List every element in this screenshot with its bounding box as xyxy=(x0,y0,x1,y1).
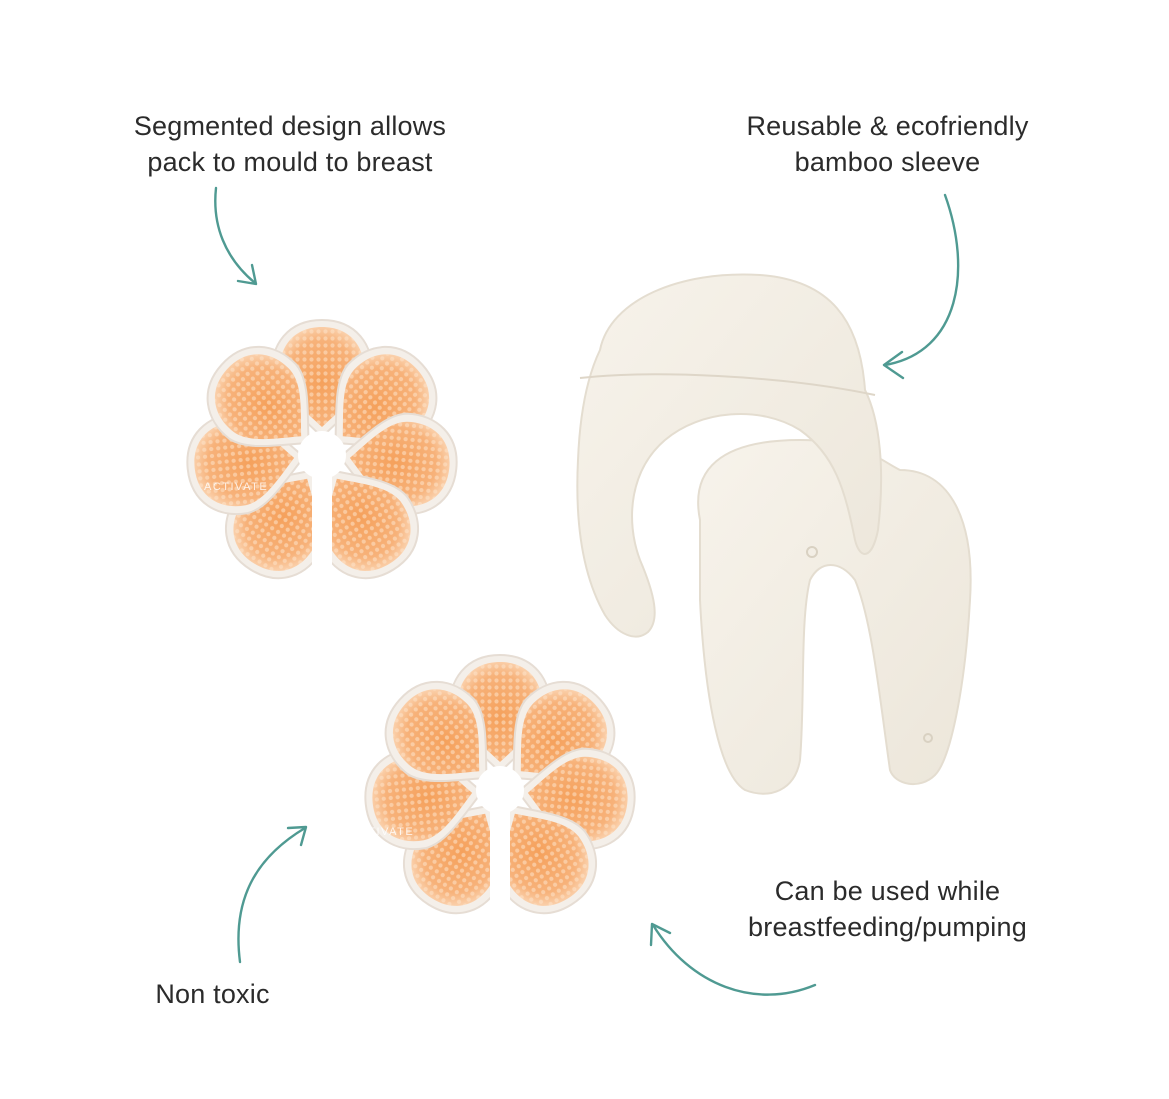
gel-pad-brand-label: ACTIVATE xyxy=(350,826,414,838)
callout-line: Segmented design allows xyxy=(133,111,447,141)
callout-reusable-sleeve: Reusable & ecofriendly bamboo sleeve xyxy=(705,108,1070,180)
callout-line: breastfeeding/pumping xyxy=(748,912,1027,942)
curved-arrow-icon xyxy=(237,825,308,964)
gel-pad-brand-label: ACTIVATE xyxy=(204,481,268,493)
callout-line: Reusable & ecofriendly xyxy=(746,111,1029,141)
gel-pad-bottom: ACTIVATE xyxy=(350,654,641,933)
callout-line: bamboo sleeve xyxy=(794,147,981,177)
callout-line: Non toxic xyxy=(155,979,270,1009)
curved-arrow-icon xyxy=(882,193,960,380)
callout-line: Can be used while xyxy=(774,876,1001,906)
curved-arrow-icon xyxy=(649,922,817,996)
curved-arrow-icon xyxy=(214,186,258,286)
callout-segmented-design: Segmented design allows pack to mould to… xyxy=(95,108,485,180)
callout-line: pack to mould to breast xyxy=(147,147,433,177)
callout-non-toxic: Non toxic xyxy=(130,976,295,1012)
gel-pad-top: ACTIVATE xyxy=(181,319,463,598)
callout-breastfeeding: Can be used while breastfeeding/pumping xyxy=(710,873,1065,945)
bamboo-sleeve xyxy=(576,273,972,795)
